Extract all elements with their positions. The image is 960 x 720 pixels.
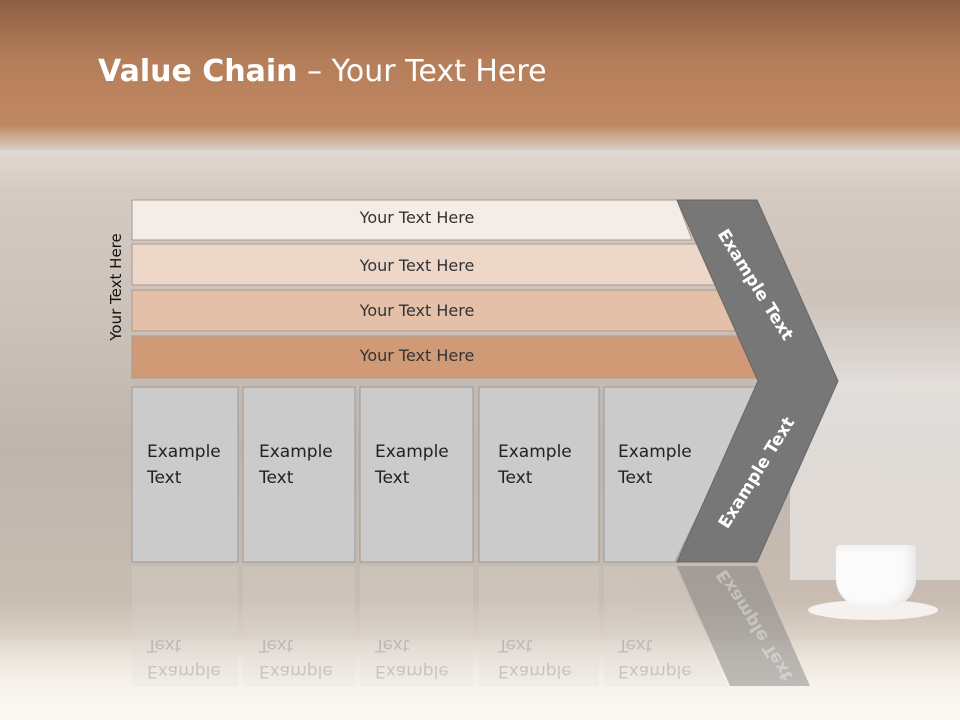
chevron-reflection — [677, 566, 810, 686]
column-2-line1: Example — [259, 442, 333, 462]
bar-1 — [131, 199, 693, 241]
column-5-line2-reflection: Text — [618, 635, 653, 655]
column-3 — [359, 386, 474, 563]
bar-label-2: Your Text Here — [359, 256, 475, 275]
background-table — [0, 640, 960, 720]
column-2 — [242, 386, 356, 563]
column-1-line2: Text — [147, 468, 182, 488]
column-5-line1: Example — [618, 442, 692, 462]
column-3-line1-reflection: Example — [375, 661, 449, 681]
column-5-line2: Text — [618, 468, 653, 488]
slide-title-bold: Value Chain — [98, 54, 298, 89]
bar-label-3: Your Text Here — [359, 301, 475, 320]
column-3-line1: Example — [375, 442, 449, 462]
column-4-line2-reflection: Text — [498, 635, 533, 655]
column-3-reflection — [360, 566, 473, 686]
column-1-reflection — [132, 566, 238, 686]
slide-title-rest: – Your Text Here — [297, 54, 547, 89]
column-5-reflection — [604, 566, 727, 686]
background-saucer — [808, 600, 938, 620]
column-3-line2: Text — [375, 468, 410, 488]
column-4-label-reflection: Example Text — [498, 632, 572, 684]
column-5-line1-reflection: Example — [618, 661, 692, 681]
column-2-label-reflection: Example Text — [259, 632, 333, 684]
column-5-label-reflection: Example Text — [618, 632, 692, 684]
diagram-reflection — [132, 566, 727, 686]
column-3-label-reflection: Example Text — [375, 632, 449, 684]
column-4-line1: Example — [498, 442, 572, 462]
column-5 — [603, 386, 761, 563]
column-4-line2: Text — [498, 468, 533, 488]
bar-label-1: Your Text Here — [359, 208, 475, 227]
column-1-line2-reflection: Text — [147, 635, 182, 655]
column-1 — [131, 386, 239, 563]
column-1-label-reflection: Example Text — [147, 632, 221, 684]
column-4-line1-reflection: Example — [498, 661, 572, 681]
slide-title: Value Chain – Your Text Here — [98, 54, 547, 89]
column-1-line1: Example — [147, 442, 221, 462]
column-2-line2: Text — [259, 468, 294, 488]
column-2-reflection — [243, 566, 355, 686]
column-4-reflection — [479, 566, 599, 686]
column-1-line1-reflection: Example — [147, 661, 221, 681]
bar-label-4: Your Text Here — [359, 346, 475, 365]
column-2-line1-reflection: Example — [259, 661, 333, 681]
background-haze — [0, 150, 960, 190]
column-3-line2-reflection: Text — [375, 635, 410, 655]
background-coffee-cup — [836, 545, 916, 607]
column-2-line2-reflection: Text — [259, 635, 294, 655]
column-4 — [478, 386, 600, 563]
chevron-arrow — [676, 199, 839, 563]
